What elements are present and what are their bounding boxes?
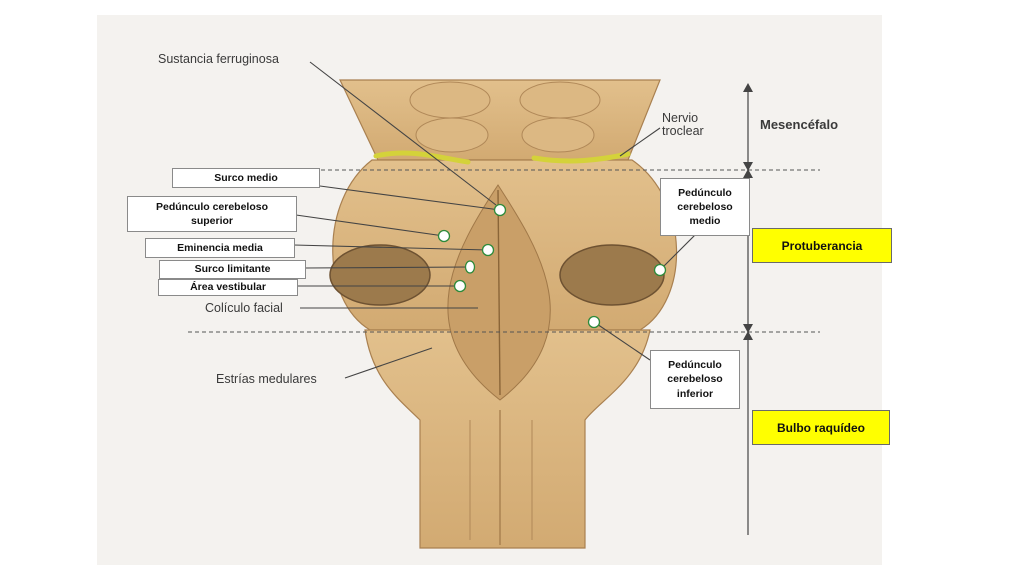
arrow-up-332 bbox=[743, 331, 753, 340]
inferior-colliculus-right bbox=[521, 117, 595, 153]
superior-colliculus-left bbox=[409, 81, 491, 119]
leader-nervio bbox=[619, 127, 661, 157]
midbrain-top bbox=[339, 79, 661, 161]
label-estrias-medulares: Estrías medulares bbox=[216, 372, 317, 386]
box-pedunculo-cerebeloso-medio: Pedúnculo cerebeloso medio bbox=[660, 178, 750, 236]
leader-surco-medio bbox=[319, 185, 501, 211]
arrow-down-332 bbox=[743, 324, 753, 333]
marker-pedunculo-medio bbox=[653, 263, 667, 277]
leader-pedunculo-medio bbox=[659, 229, 701, 271]
leader-eminencia bbox=[293, 244, 489, 251]
arrow-down-170 bbox=[743, 162, 753, 171]
marker-eminencia bbox=[481, 243, 495, 257]
box-pedunculo-cerebeloso-inferior: Pedúnculo cerebeloso inferior bbox=[650, 350, 740, 409]
inferior-colliculus-left bbox=[415, 117, 489, 153]
box-area-vestibular: Área vestibular bbox=[158, 279, 298, 296]
label-coliculo-facial: Colículo facial bbox=[205, 301, 283, 315]
cut-peduncle-right bbox=[559, 244, 665, 306]
box-surco-limitante: Surco limitante bbox=[159, 260, 306, 279]
box-eminencia-media: Eminencia media bbox=[145, 238, 295, 258]
arrow-up-top bbox=[743, 83, 753, 92]
marker-surco-medio bbox=[493, 203, 507, 217]
leader-estrias bbox=[344, 347, 433, 379]
marker-surco-limitante bbox=[464, 260, 476, 274]
leader-pedunculo-superior bbox=[295, 214, 445, 237]
trochlear-nerve-left bbox=[373, 150, 471, 165]
medulla bbox=[364, 329, 651, 549]
leader-sustancia bbox=[309, 61, 497, 206]
label-mesencefalo: Mesencéfalo bbox=[760, 117, 839, 132]
label-sustancia-ferruginosa: Sustancia ferruginosa bbox=[158, 52, 279, 66]
superior-colliculus-right bbox=[519, 81, 601, 119]
box-surco-medio: Surco medio bbox=[172, 168, 320, 188]
cut-peduncle-left bbox=[329, 244, 431, 306]
label-nervio-troclear: Nervio troclear bbox=[662, 111, 704, 139]
arrow-up-170 bbox=[743, 169, 753, 178]
marker-area-vestibular bbox=[453, 279, 467, 293]
region-bulbo-raquideo: Bulbo raquídeo bbox=[752, 410, 890, 445]
region-protuberancia: Protuberancia bbox=[752, 228, 892, 263]
box-pedunculo-cerebeloso-superior: Pedúnculo cerebeloso superior bbox=[127, 196, 297, 232]
median-sulcus bbox=[497, 189, 501, 396]
trochlear-nerve-right bbox=[531, 151, 631, 164]
leader-pedunculo-inferior bbox=[593, 321, 651, 361]
marker-pedunculo-superior bbox=[437, 229, 451, 243]
leader-surco-limitante bbox=[305, 266, 471, 269]
marker-pedunculo-inferior bbox=[587, 315, 601, 329]
